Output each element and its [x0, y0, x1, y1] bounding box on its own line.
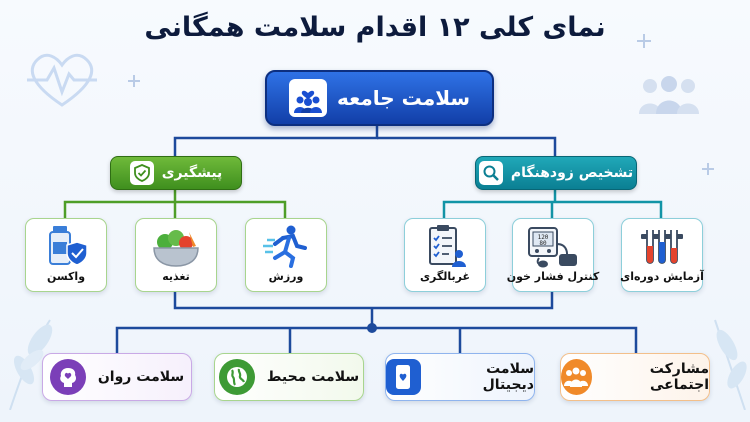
checklist-icon — [429, 225, 466, 267]
food-bowl-icon — [153, 230, 199, 267]
vaccine-icon — [49, 226, 88, 266]
card-periodic-test: آزمایش دوره‌ای — [620, 218, 704, 292]
detection-connectors — [442, 188, 663, 218]
card-vaccine: واکسن — [25, 218, 107, 292]
plus-decoration-icon — [637, 34, 651, 48]
branch-early-detection: تشخیص زودهنگام — [475, 156, 637, 190]
magnifier-icon — [478, 161, 503, 185]
page-title: نمای کلی ۱۲ اقدام سلامت همگانی — [144, 12, 606, 43]
outcome-environmental-health: سلامت محیط — [214, 353, 364, 401]
nutrition-label: تغذیه — [162, 270, 190, 283]
blood-pressure-icon: 120 80 — [528, 227, 577, 268]
vaccine-label: واکسن — [46, 270, 86, 283]
svg-text:120: 120 — [538, 234, 549, 241]
periodic-test-label: آزمایش دوره‌ای — [620, 270, 704, 283]
mental-health-label: سلامت روان — [97, 369, 185, 385]
shield-check-icon — [129, 161, 154, 185]
plus-decoration-icon — [702, 163, 714, 175]
mental-health-icon — [49, 359, 86, 395]
test-tubes-icon — [641, 230, 683, 264]
leaf-decoration-icon — [714, 319, 747, 410]
outcome-mental-health: سلامت روان — [42, 353, 192, 401]
root-node-community-health: سلامت جامعه — [265, 70, 494, 126]
root-to-detection-line — [377, 136, 557, 156]
plus-decoration-icon — [128, 75, 140, 87]
smartphone-heart-icon — [386, 359, 421, 395]
branch-prevention: پیشگیری — [110, 156, 242, 190]
branch-detection-label: تشخیص زودهنگام — [510, 165, 634, 181]
card-screening: غربالگری — [404, 218, 486, 292]
blood-pressure-label: کنترل فشار خون — [506, 270, 600, 283]
exercise-label: ورزش — [268, 270, 304, 283]
environmental-health-label: سلامت محیط — [266, 369, 360, 385]
branch-prevention-label: پیشگیری — [161, 165, 223, 181]
prevention-connectors — [63, 188, 287, 218]
people-decoration-icon — [639, 76, 699, 114]
merge-connectors — [115, 290, 638, 353]
digital-health-label: سلامت دیجیتال — [482, 361, 534, 393]
runner-icon — [263, 225, 307, 268]
social-participation-label: مشارکت اجتماعی — [649, 361, 709, 393]
outcome-digital-health: سلامت دیجیتال — [385, 353, 535, 401]
merge-node — [367, 323, 377, 333]
community-icon — [288, 79, 327, 117]
card-nutrition: تغذیه — [135, 218, 217, 292]
root-label: سلامت جامعه — [336, 86, 471, 110]
leaf-decoration-icon — [9, 319, 53, 410]
screening-label: غربالگری — [419, 270, 471, 283]
card-blood-pressure: 120 80 کنترل فشار خون — [507, 218, 599, 292]
card-exercise: ورزش — [245, 218, 327, 292]
group-icon — [561, 359, 592, 395]
heart-pulse-decoration-icon — [27, 53, 97, 107]
outcome-social-participation: مشارکت اجتماعی — [560, 353, 710, 401]
svg-text:80: 80 — [539, 240, 547, 247]
root-to-prevention-line — [173, 122, 379, 156]
globe-icon — [218, 359, 255, 395]
